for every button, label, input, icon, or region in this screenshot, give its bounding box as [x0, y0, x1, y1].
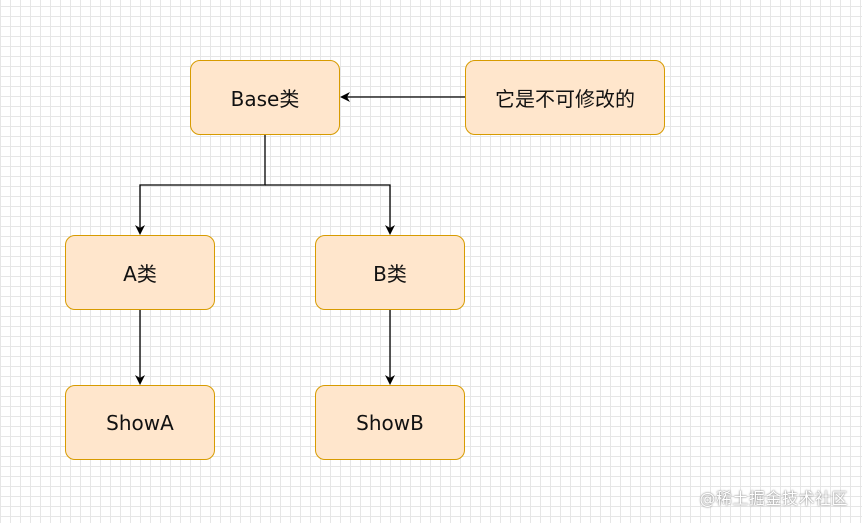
node-immutable-note[interactable]: 它是不可修改的 — [465, 60, 665, 135]
watermark: @稀土掘金技术社区 — [699, 489, 848, 508]
node-class-a-label: A类 — [123, 262, 157, 286]
node-base-class-label: Base类 — [230, 87, 300, 111]
node-immutable-note-label: 它是不可修改的 — [495, 87, 635, 111]
node-class-b-label: B类 — [373, 262, 407, 286]
node-show-a-label: ShowA — [106, 410, 174, 435]
edge-base-to-b — [265, 184, 395, 235]
node-class-a[interactable]: A类 — [65, 235, 215, 310]
edge-base-to-a — [135, 135, 266, 235]
node-base-class[interactable]: Base类 — [190, 60, 340, 135]
node-show-b[interactable]: ShowB — [315, 385, 465, 460]
node-class-b[interactable]: B类 — [315, 235, 465, 310]
node-show-b-label: ShowB — [356, 410, 424, 435]
node-show-a[interactable]: ShowA — [65, 385, 215, 460]
